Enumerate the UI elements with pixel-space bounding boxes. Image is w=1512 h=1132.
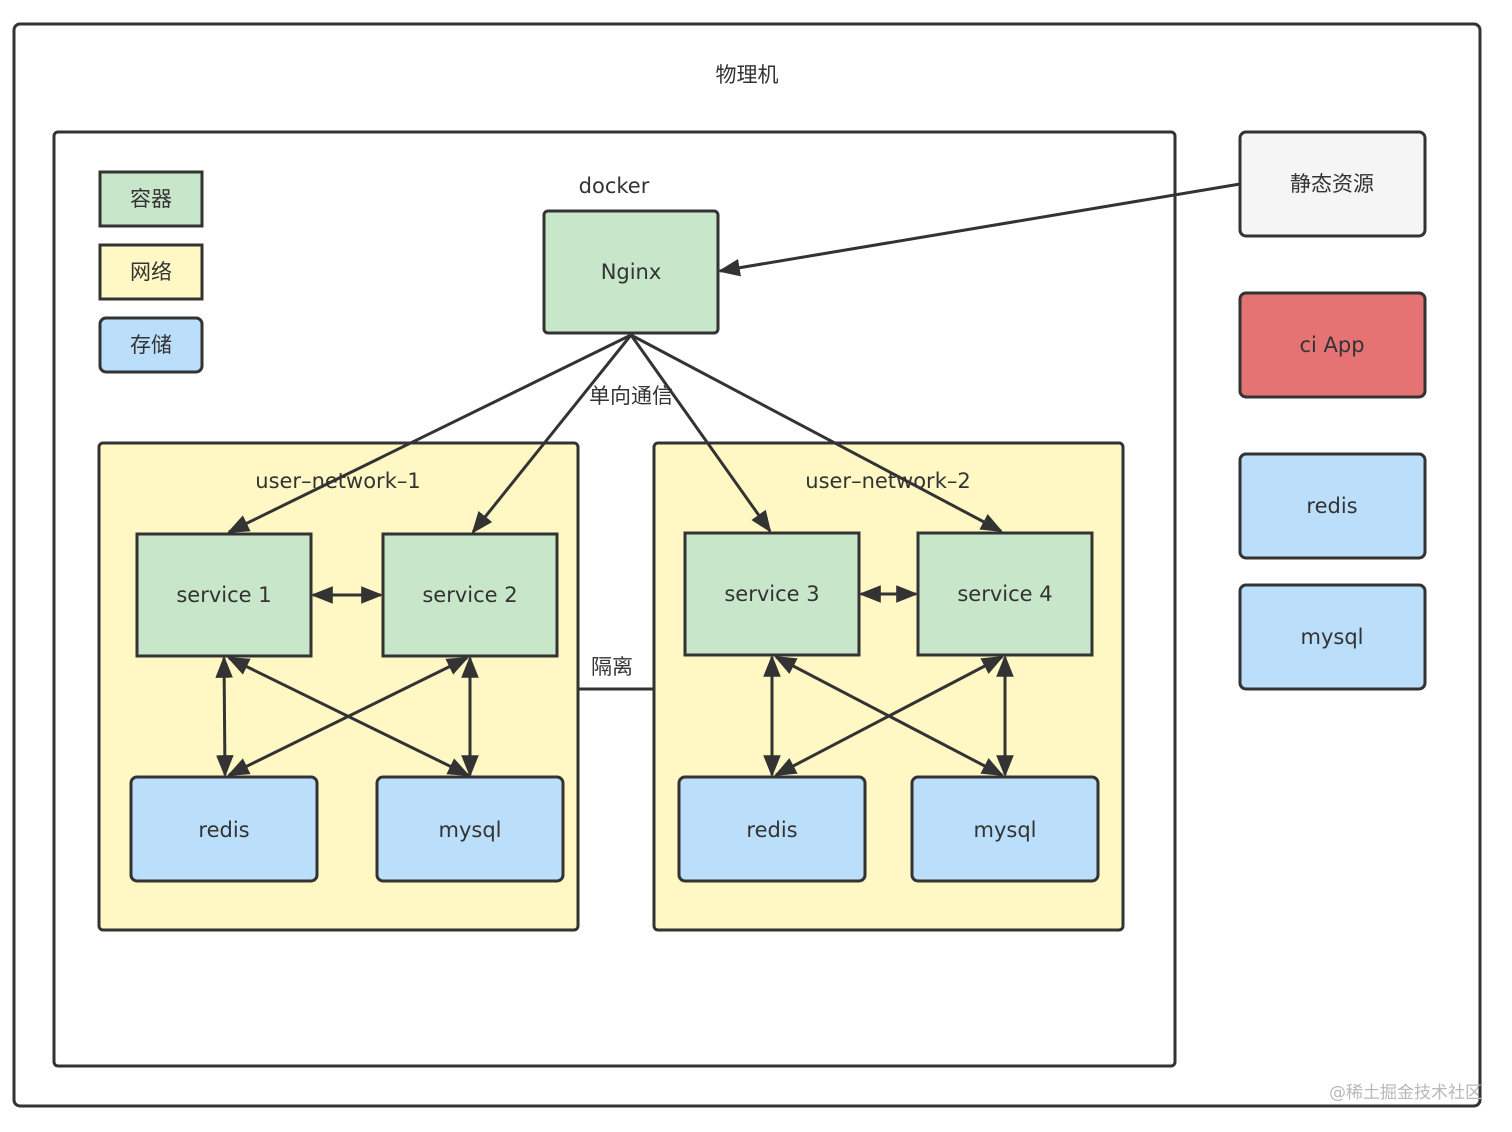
legend-network-swatch xyxy=(98,243,204,301)
network-1-label: user–network–1 xyxy=(255,469,420,493)
isolation-label: 隔离 xyxy=(591,655,633,679)
service-4-label: service 4 xyxy=(957,582,1052,606)
service-3-label: service 3 xyxy=(724,582,819,606)
network-2-edges xyxy=(763,585,1014,778)
network-1-edges xyxy=(215,586,479,778)
static-resources-box xyxy=(1238,130,1427,238)
redis-2-label: redis xyxy=(746,818,797,842)
edge-static-nginx xyxy=(717,182,1241,277)
nginx-edges xyxy=(227,333,1003,534)
static-resources-label: 静态资源 xyxy=(1290,172,1374,196)
service-1-box xyxy=(135,532,313,658)
edge-s2-redis1 xyxy=(227,656,469,777)
edge-s4-redis2 xyxy=(774,655,1004,777)
edge-nginx-service-4 xyxy=(630,333,1003,533)
mysql-2-label: mysql xyxy=(974,818,1037,842)
edge-s1-redis1 xyxy=(215,655,234,778)
legend-storage-swatch xyxy=(98,316,204,374)
host-mysql-label: mysql xyxy=(1301,625,1364,649)
watermark: @稀土掘金技术社区 xyxy=(1329,1083,1482,1103)
docker-label: docker xyxy=(579,174,650,198)
host-redis-label: redis xyxy=(1306,494,1357,518)
network-2-label: user–network–2 xyxy=(805,469,970,493)
legend-network-label: 网络 xyxy=(130,260,172,284)
redis-1-label: redis xyxy=(198,818,249,842)
service-3-box xyxy=(683,531,861,657)
edge-nginx-service-2 xyxy=(471,334,633,534)
nginx-label: Nginx xyxy=(601,260,662,284)
host-mysql-box xyxy=(1238,583,1427,691)
service-4-box xyxy=(916,531,1094,657)
edge-nginx-service-1 xyxy=(227,333,632,534)
legend-container-swatch xyxy=(98,170,204,228)
service-2-box xyxy=(381,532,559,658)
service-2-label: service 2 xyxy=(422,583,517,607)
host-redis-box xyxy=(1238,452,1427,560)
mysql-1-label: mysql xyxy=(439,818,502,842)
physical-machine-label: 物理机 xyxy=(716,63,779,87)
legend: 容器 网络 存储 xyxy=(98,170,204,374)
service-1-label: service 1 xyxy=(176,583,271,607)
ci-app-label: ci App xyxy=(1299,333,1364,357)
legend-storage-label: 存储 xyxy=(130,333,172,357)
legend-container-label: 容器 xyxy=(130,187,172,211)
edge-nginx-service-3 xyxy=(629,334,772,533)
ci-app-box xyxy=(1238,291,1427,399)
oneway-label: 单向通信 xyxy=(589,384,673,408)
